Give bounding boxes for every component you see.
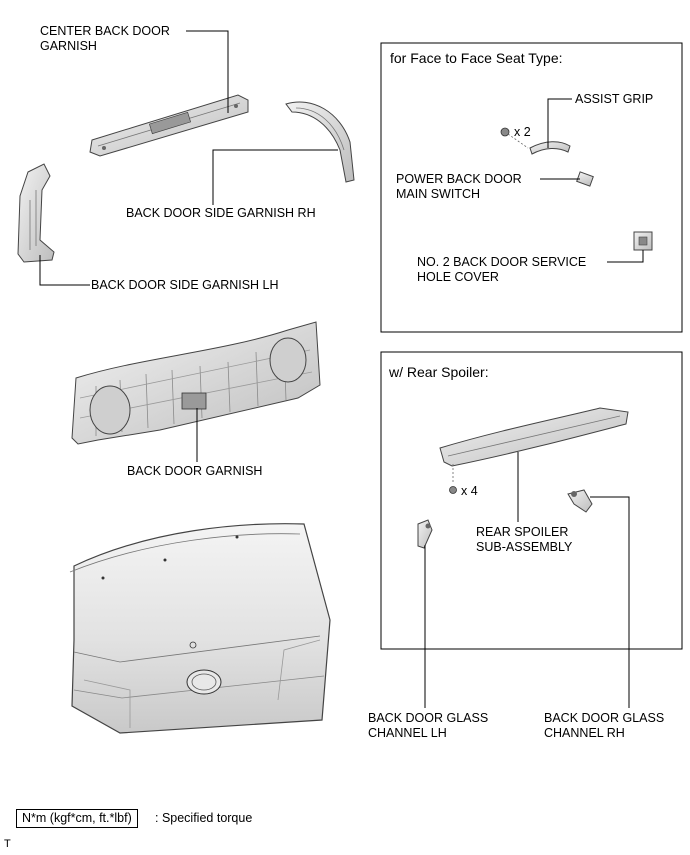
label-back-door-garnish: BACK DOOR GARNISH [127,464,263,478]
back-door-side-garnish-rh [285,101,355,183]
no2-back-door-service-hole-cover [633,231,653,251]
back-door-glass-channel-lh [417,519,433,549]
assist-grip [529,141,571,155]
leader-center-garnish [186,30,229,113]
corner-mark: T [4,838,11,850]
rear-spoiler-box-frame [380,351,683,650]
rear-spoiler-box-title: w/ Rear Spoiler: [389,364,489,380]
face-to-face-box-frame [380,42,683,333]
label-back-door-glass-channel-rh: BACK DOOR GLASS CHANNEL RH [544,711,665,740]
qty-label: x 4 [461,484,478,498]
label-center-back-door-garnish: CENTER BACK DOOR GARNISH [40,24,170,53]
label-rear-spoiler-sub-assembly: REAR SPOILER SUB-ASSEMBLY [476,525,573,554]
qty-label: x 2 [514,125,531,139]
back-door-garnish [71,321,321,445]
leader-side-garnish-lh [39,255,90,286]
label-service-hole-cover: NO. 2 BACK DOOR SERVICE HOLE COVER [417,255,587,284]
leader-assist-grip [547,98,572,148]
leader-glass-channel-rh [590,496,630,708]
torque-legend-description: : Specified torque [155,811,253,825]
label-assist-grip: ASSIST GRIP [575,92,654,106]
power-back-door-main-switch [576,171,594,187]
back-door-side-garnish-lh [17,163,55,263]
back-door [69,523,331,734]
center-back-door-garnish [89,94,249,157]
bolt-icon [500,127,529,149]
face-to-face-box-title: for Face to Face Seat Type: [390,50,563,66]
rear-spoiler-sub-assembly [439,407,629,467]
back-door-glass-channel-rh [567,489,593,513]
leader-service-hole-cover [607,250,644,263]
label-back-door-side-garnish-lh: BACK DOOR SIDE GARNISH LH [91,278,279,292]
bolt-icon [449,464,457,494]
leader-side-garnish-rh [212,149,338,205]
label-back-door-side-garnish-rh: BACK DOOR SIDE GARNISH RH [126,206,316,220]
label-power-back-door-main-switch: POWER BACK DOOR MAIN SWITCH [396,172,522,201]
torque-legend-box: N*m (kgf*cm, ft.*lbf) [16,809,138,828]
label-back-door-glass-channel-lh: BACK DOOR GLASS CHANNEL LH [368,711,489,740]
